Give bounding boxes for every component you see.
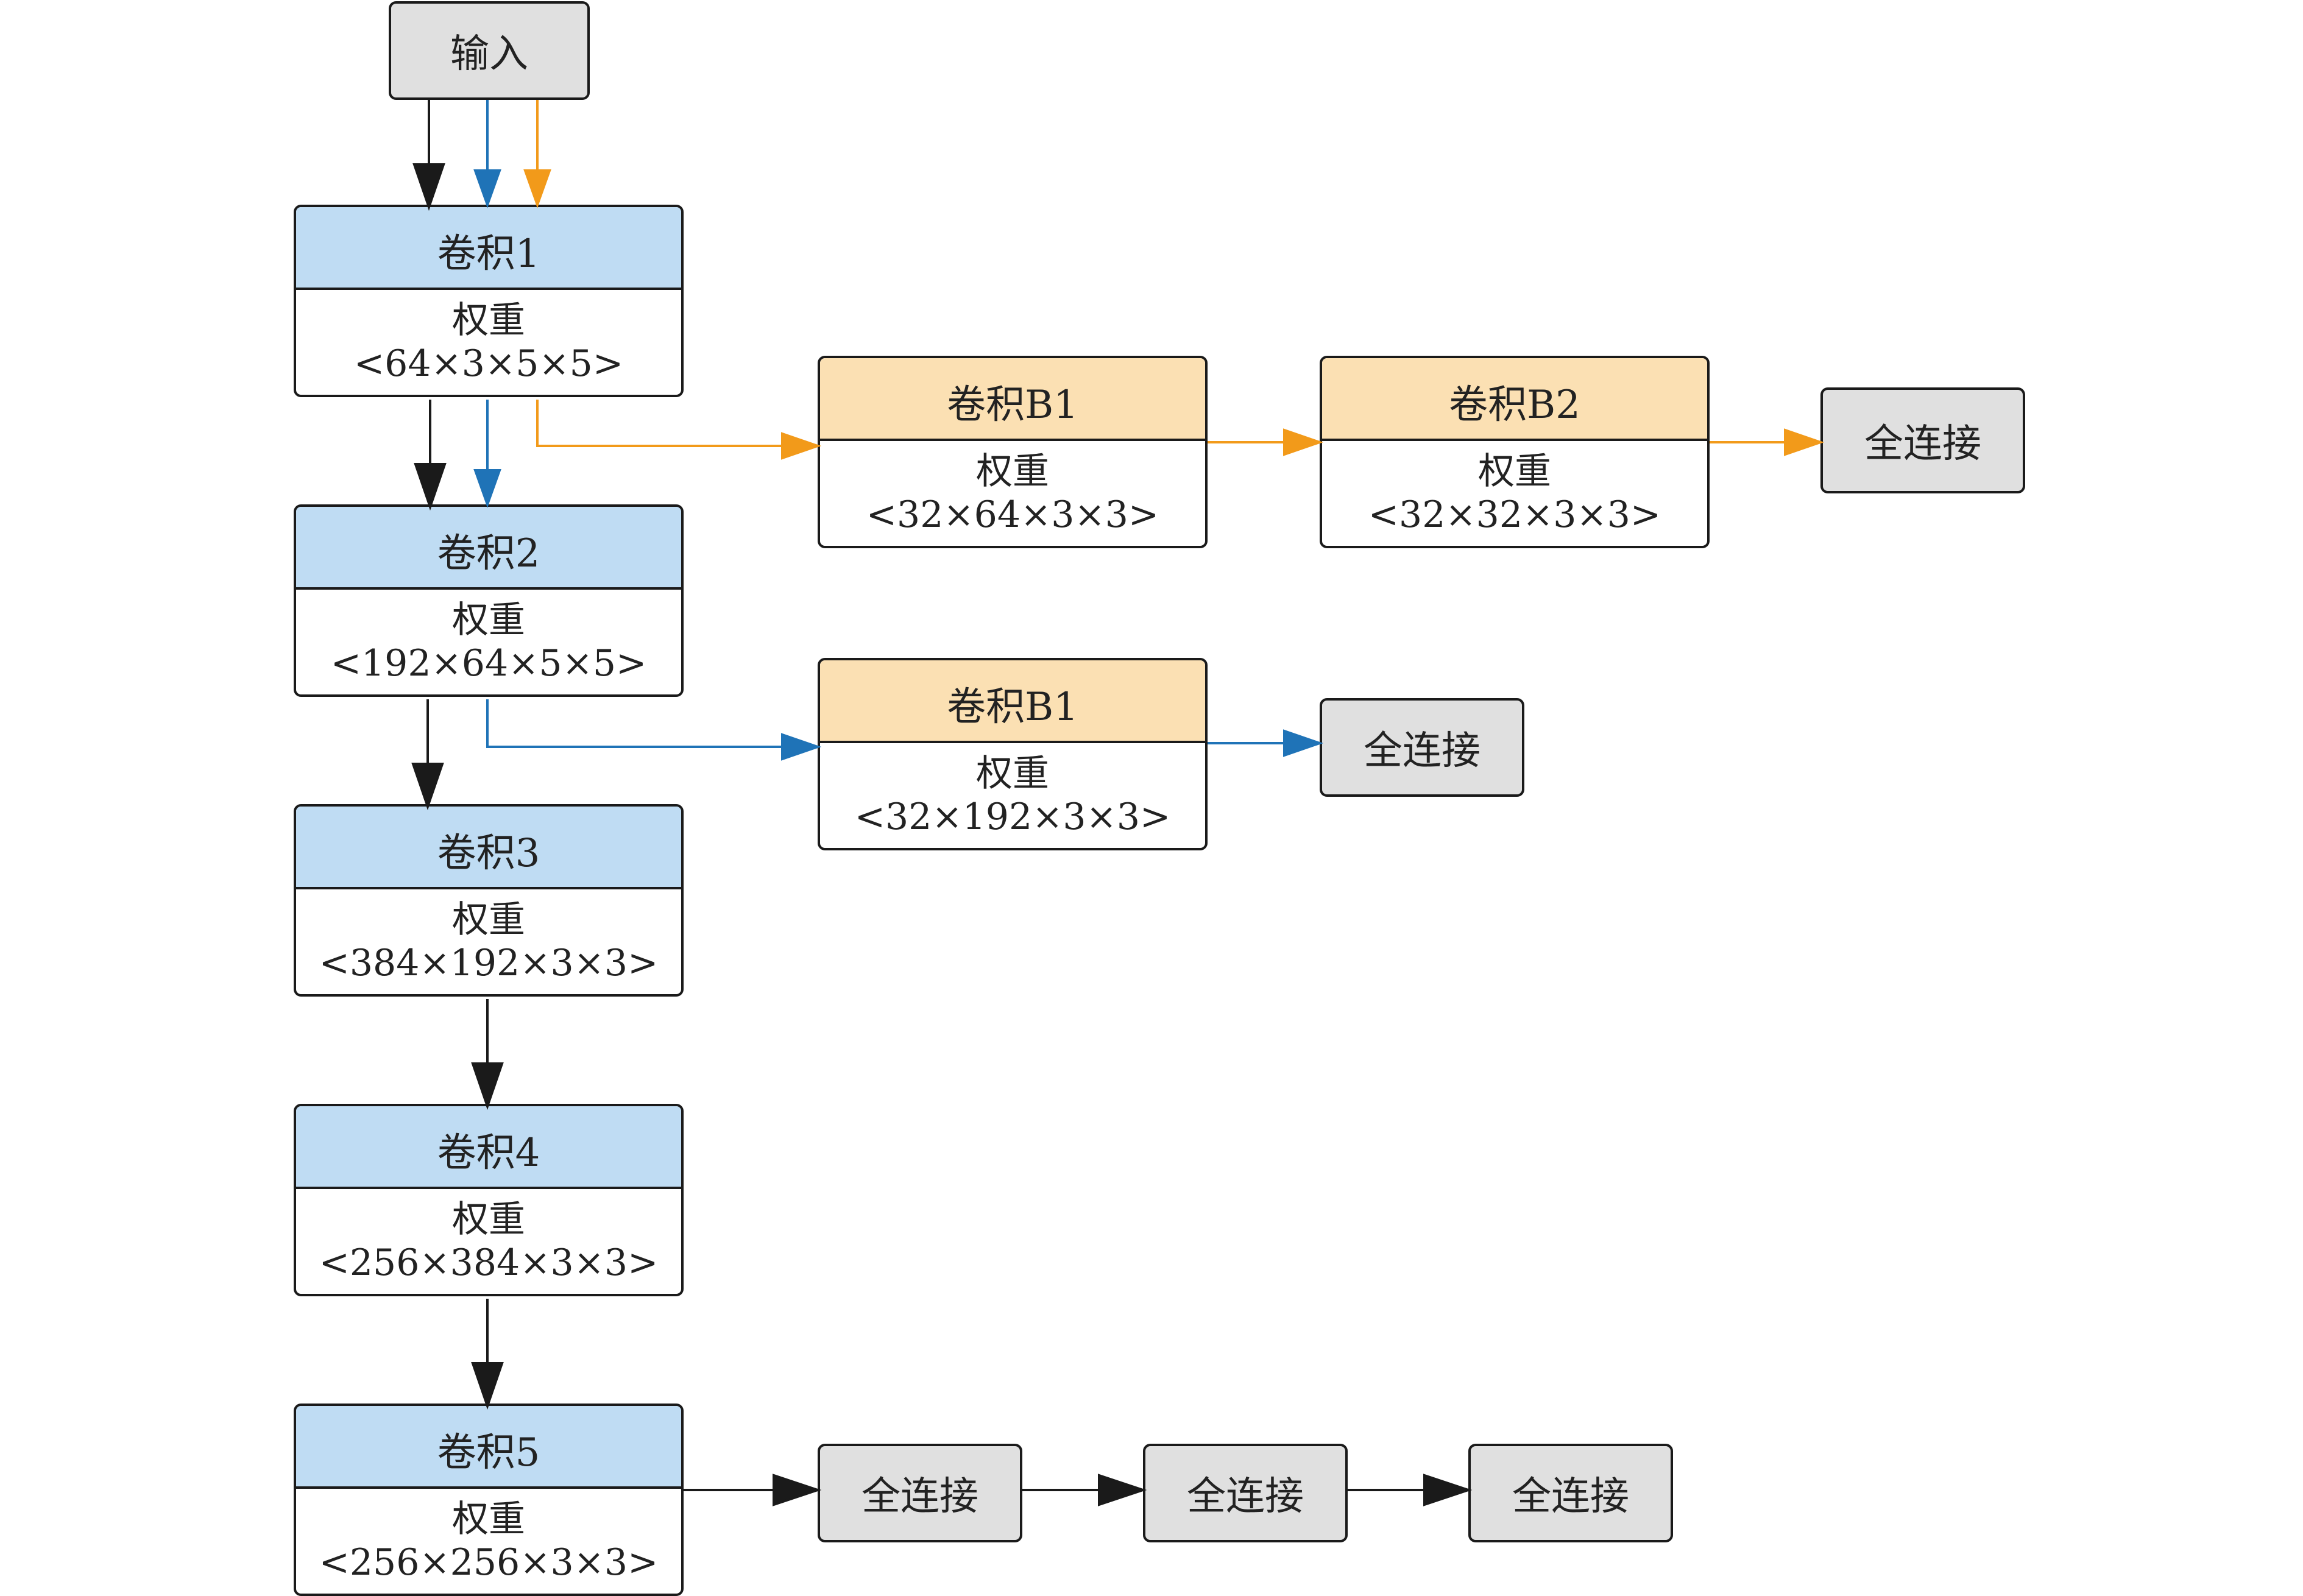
conv3-title: 卷积3: [296, 807, 681, 889]
branch-a-convb2-weight-shape: <32×32×3×3>: [1368, 493, 1661, 536]
branch-a-fc-label: 全连接: [1864, 422, 1981, 467]
orange-edge-conv1-branch: [536, 400, 792, 447]
conv2-title: 卷积2: [296, 507, 681, 590]
orange-arrowhead-conv1-branch: [781, 432, 822, 460]
blue-flow-edges: [473, 100, 1324, 761]
branch-a-convb2-weight-label: 权重: [1478, 450, 1551, 493]
arrowhead-conv1-conv2: [414, 463, 447, 511]
input-node: 输入: [389, 1, 590, 100]
branch-b-fc-node: 全连接: [1320, 698, 1524, 797]
conv5-block: 卷积5 权重 <256×256×3×3>: [294, 1404, 684, 1596]
conv2-weight-label: 权重: [452, 599, 525, 642]
branch-a-fc-node: 全连接: [1820, 387, 2025, 493]
conv1-block: 卷积1 权重 <64×3×5×5>: [294, 205, 684, 397]
arrowhead-conv4-conv5: [471, 1362, 504, 1410]
main-flow-edges: [411, 100, 1473, 1506]
branch-a-convb2-block: 卷积B2 权重 <32×32×3×3>: [1320, 356, 1710, 548]
conv5-weight-label: 权重: [452, 1498, 525, 1541]
branch-a-convb1-title: 卷积B1: [820, 358, 1205, 441]
final-fc-node-3: 全连接: [1468, 1444, 1673, 1542]
arrowhead-fc1-fc2: [1098, 1474, 1147, 1506]
branch-a-convb1-block: 卷积B1 权重 <32×64×3×3>: [818, 356, 1208, 548]
conv1-weight-label: 权重: [452, 299, 525, 342]
conv5-weight-shape: <256×256×3×3>: [319, 1541, 659, 1584]
blue-arrowhead-conv2-branch: [781, 733, 822, 761]
branch-b-convb1-weight-label: 权重: [976, 752, 1049, 796]
branch-a-convb2-title: 卷积B2: [1322, 358, 1707, 441]
final-fc-node-2: 全连接: [1143, 1444, 1348, 1542]
blue-arrowhead-branch-fc: [1283, 729, 1324, 757]
arrowhead-conv3-conv4: [471, 1062, 504, 1110]
conv5-title: 卷积5: [296, 1406, 681, 1489]
arrowhead-fc2-fc3: [1423, 1474, 1473, 1506]
conv3-weight-label: 权重: [452, 899, 525, 942]
arrowhead-conv2-conv3: [411, 763, 444, 811]
blue-edge-conv2-branch: [486, 699, 792, 748]
conv4-weight-shape: <256×384×3×3>: [319, 1241, 659, 1284]
final-fc-label-1: 全连接: [861, 1474, 978, 1519]
orange-arrowhead-b1-b2: [1283, 428, 1324, 456]
arrowhead-conv5-fc1: [773, 1474, 822, 1506]
conv4-weight-label: 权重: [452, 1198, 525, 1241]
conv4-title: 卷积4: [296, 1106, 681, 1189]
conv2-weight-shape: <192×64×5×5>: [330, 642, 647, 685]
conv4-block: 卷积4 权重 <256×384×3×3>: [294, 1104, 684, 1296]
conv1-weight-shape: <64×3×5×5>: [353, 342, 624, 385]
final-fc-label-3: 全连接: [1512, 1474, 1629, 1519]
blue-arrowhead-conv1-conv2: [473, 469, 501, 508]
conv1-title: 卷积1: [296, 207, 681, 290]
branch-b-convb1-weight-shape: <32×192×3×3>: [854, 796, 1171, 838]
branch-a-convb1-weight-shape: <32×64×3×3>: [866, 493, 1159, 536]
orange-arrowhead-b2-fc: [1784, 428, 1825, 456]
conv3-weight-shape: <384×192×3×3>: [319, 942, 659, 984]
conv2-block: 卷积2 权重 <192×64×5×5>: [294, 504, 684, 697]
input-label: 输入: [450, 32, 528, 77]
conv3-block: 卷积3 权重 <384×192×3×3>: [294, 804, 684, 997]
branch-b-fc-label: 全连接: [1364, 729, 1480, 774]
final-fc-label-2: 全连接: [1187, 1474, 1304, 1519]
final-fc-node-1: 全连接: [818, 1444, 1022, 1542]
branch-b-convb1-title: 卷积B1: [820, 660, 1205, 743]
orange-flow-edges: [523, 100, 1825, 460]
branch-a-convb1-weight-label: 权重: [976, 450, 1049, 493]
arrowhead-input-conv1: [412, 163, 445, 211]
blue-arrowhead-input-conv1: [473, 169, 501, 208]
branch-b-convb1-block: 卷积B1 权重 <32×192×3×3>: [818, 658, 1208, 850]
orange-arrowhead-input-conv1: [523, 169, 551, 208]
